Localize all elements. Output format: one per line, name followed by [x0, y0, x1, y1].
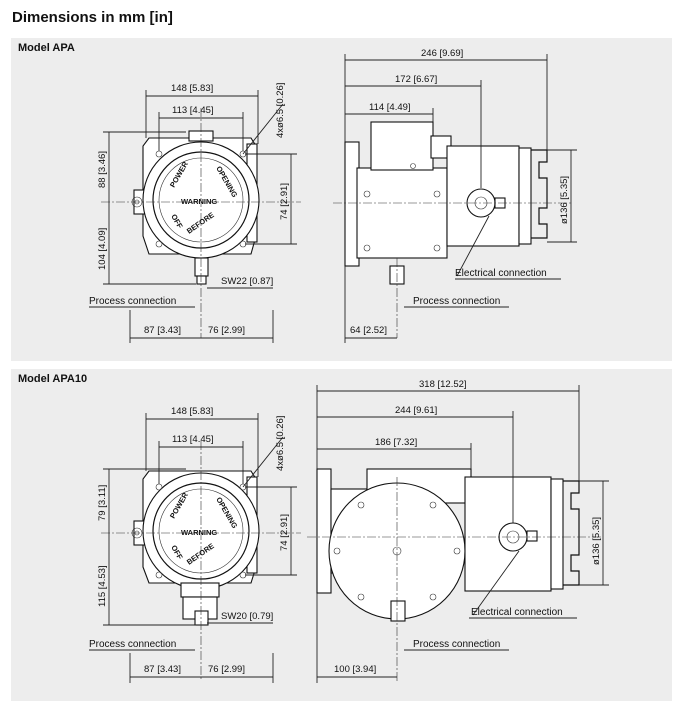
dim-apa-d172: 172 [6.67] [395, 74, 437, 85]
page-title: Dimensions in mm [in] [12, 9, 173, 26]
dim-apa10-d115: 115 [4.53] [97, 565, 108, 607]
dim-apa-d104: 104 [4.09] [97, 228, 108, 270]
panel-title-apa: Model APA [18, 42, 75, 54]
drawing-apa: WARNING POWER OPENING OFF BEFORE 148 [5.… [89, 48, 577, 343]
panel-model-apa10: Model APA10 WARNING POWER OPENING OFF [11, 369, 672, 701]
dim-apa10-sq148: 148 [5.83] [171, 406, 213, 417]
front-view-apa10: WARNING POWER OPENING OFF BEFORE 148 [5.… [89, 406, 301, 683]
dim-apa10-sw: SW20 [0.79] [221, 611, 273, 622]
dim-apa-d246: 246 [9.69] [421, 48, 463, 59]
dim-apa-d88: 88 [3.46] [97, 151, 108, 188]
dim-apa-d64: 64 [2.52] [350, 325, 387, 336]
dim-apa-d136: ø136 [5.35] [559, 176, 570, 224]
dim-apa10-d100: 100 [3.94] [334, 664, 376, 675]
side-view-apa: 246 [9.69] 172 [6.67] 114 [4.49] ø136 [5… [333, 48, 577, 343]
front-view-apa: WARNING POWER OPENING OFF BEFORE 148 [5.… [89, 83, 301, 343]
dim-apa10-d74: 74 [2.91] [279, 514, 290, 551]
dim-apa-holes: 4xø6.5 [0.26] [275, 83, 286, 138]
dial-warning-apa: WARNING [181, 197, 217, 206]
dim-apa-d74: 74 [2.91] [279, 183, 290, 220]
dim-apa10-d76: 76 [2.99] [208, 664, 245, 675]
dim-apa-sw: SW22 [0.87] [221, 276, 273, 287]
dim-apa10-sq113: 113 [4.45] [172, 434, 214, 445]
dim-apa10-d186: 186 [7.32] [375, 437, 417, 448]
dim-apa10-d244: 244 [9.61] [395, 405, 437, 416]
label-apa10-process-left: Process connection [89, 639, 176, 650]
dim-apa-d76: 76 [2.99] [208, 325, 245, 336]
panel-model-apa: Model APA WARNING POWER OPENING OFF BE [11, 38, 672, 361]
dim-apa-d87: 87 [3.43] [144, 325, 181, 336]
dim-apa10-d136: ø136 [5.35] [591, 517, 602, 565]
dim-apa10-d318: 318 [12.52] [419, 379, 467, 390]
drawing-apa10: WARNING POWER OPENING OFF BEFORE 148 [5.… [89, 379, 609, 683]
side-view-apa10: 318 [12.52] 244 [9.61] 186 [7.32] ø136 [… [307, 379, 609, 683]
dim-apa-d114: 114 [4.49] [369, 102, 411, 113]
dim-apa-sq113: 113 [4.45] [172, 105, 214, 116]
dial-warning-apa10: WARNING [181, 528, 217, 537]
label-apa-process-left: Process connection [89, 296, 176, 307]
panel-title-apa10: Model APA10 [18, 373, 88, 385]
label-apa-electrical: Electrical connection [455, 268, 547, 279]
dim-apa10-d79: 79 [3.11] [97, 485, 108, 521]
dim-apa10-d87: 87 [3.43] [144, 664, 181, 675]
dim-apa-sq148: 148 [5.83] [171, 83, 213, 94]
label-apa10-process-right: Process connection [413, 639, 500, 650]
label-apa-process-right: Process connection [413, 296, 500, 307]
label-apa10-electrical: Electrical connection [471, 607, 563, 618]
dim-apa10-holes: 4xø6.5 [0.26] [275, 416, 286, 471]
